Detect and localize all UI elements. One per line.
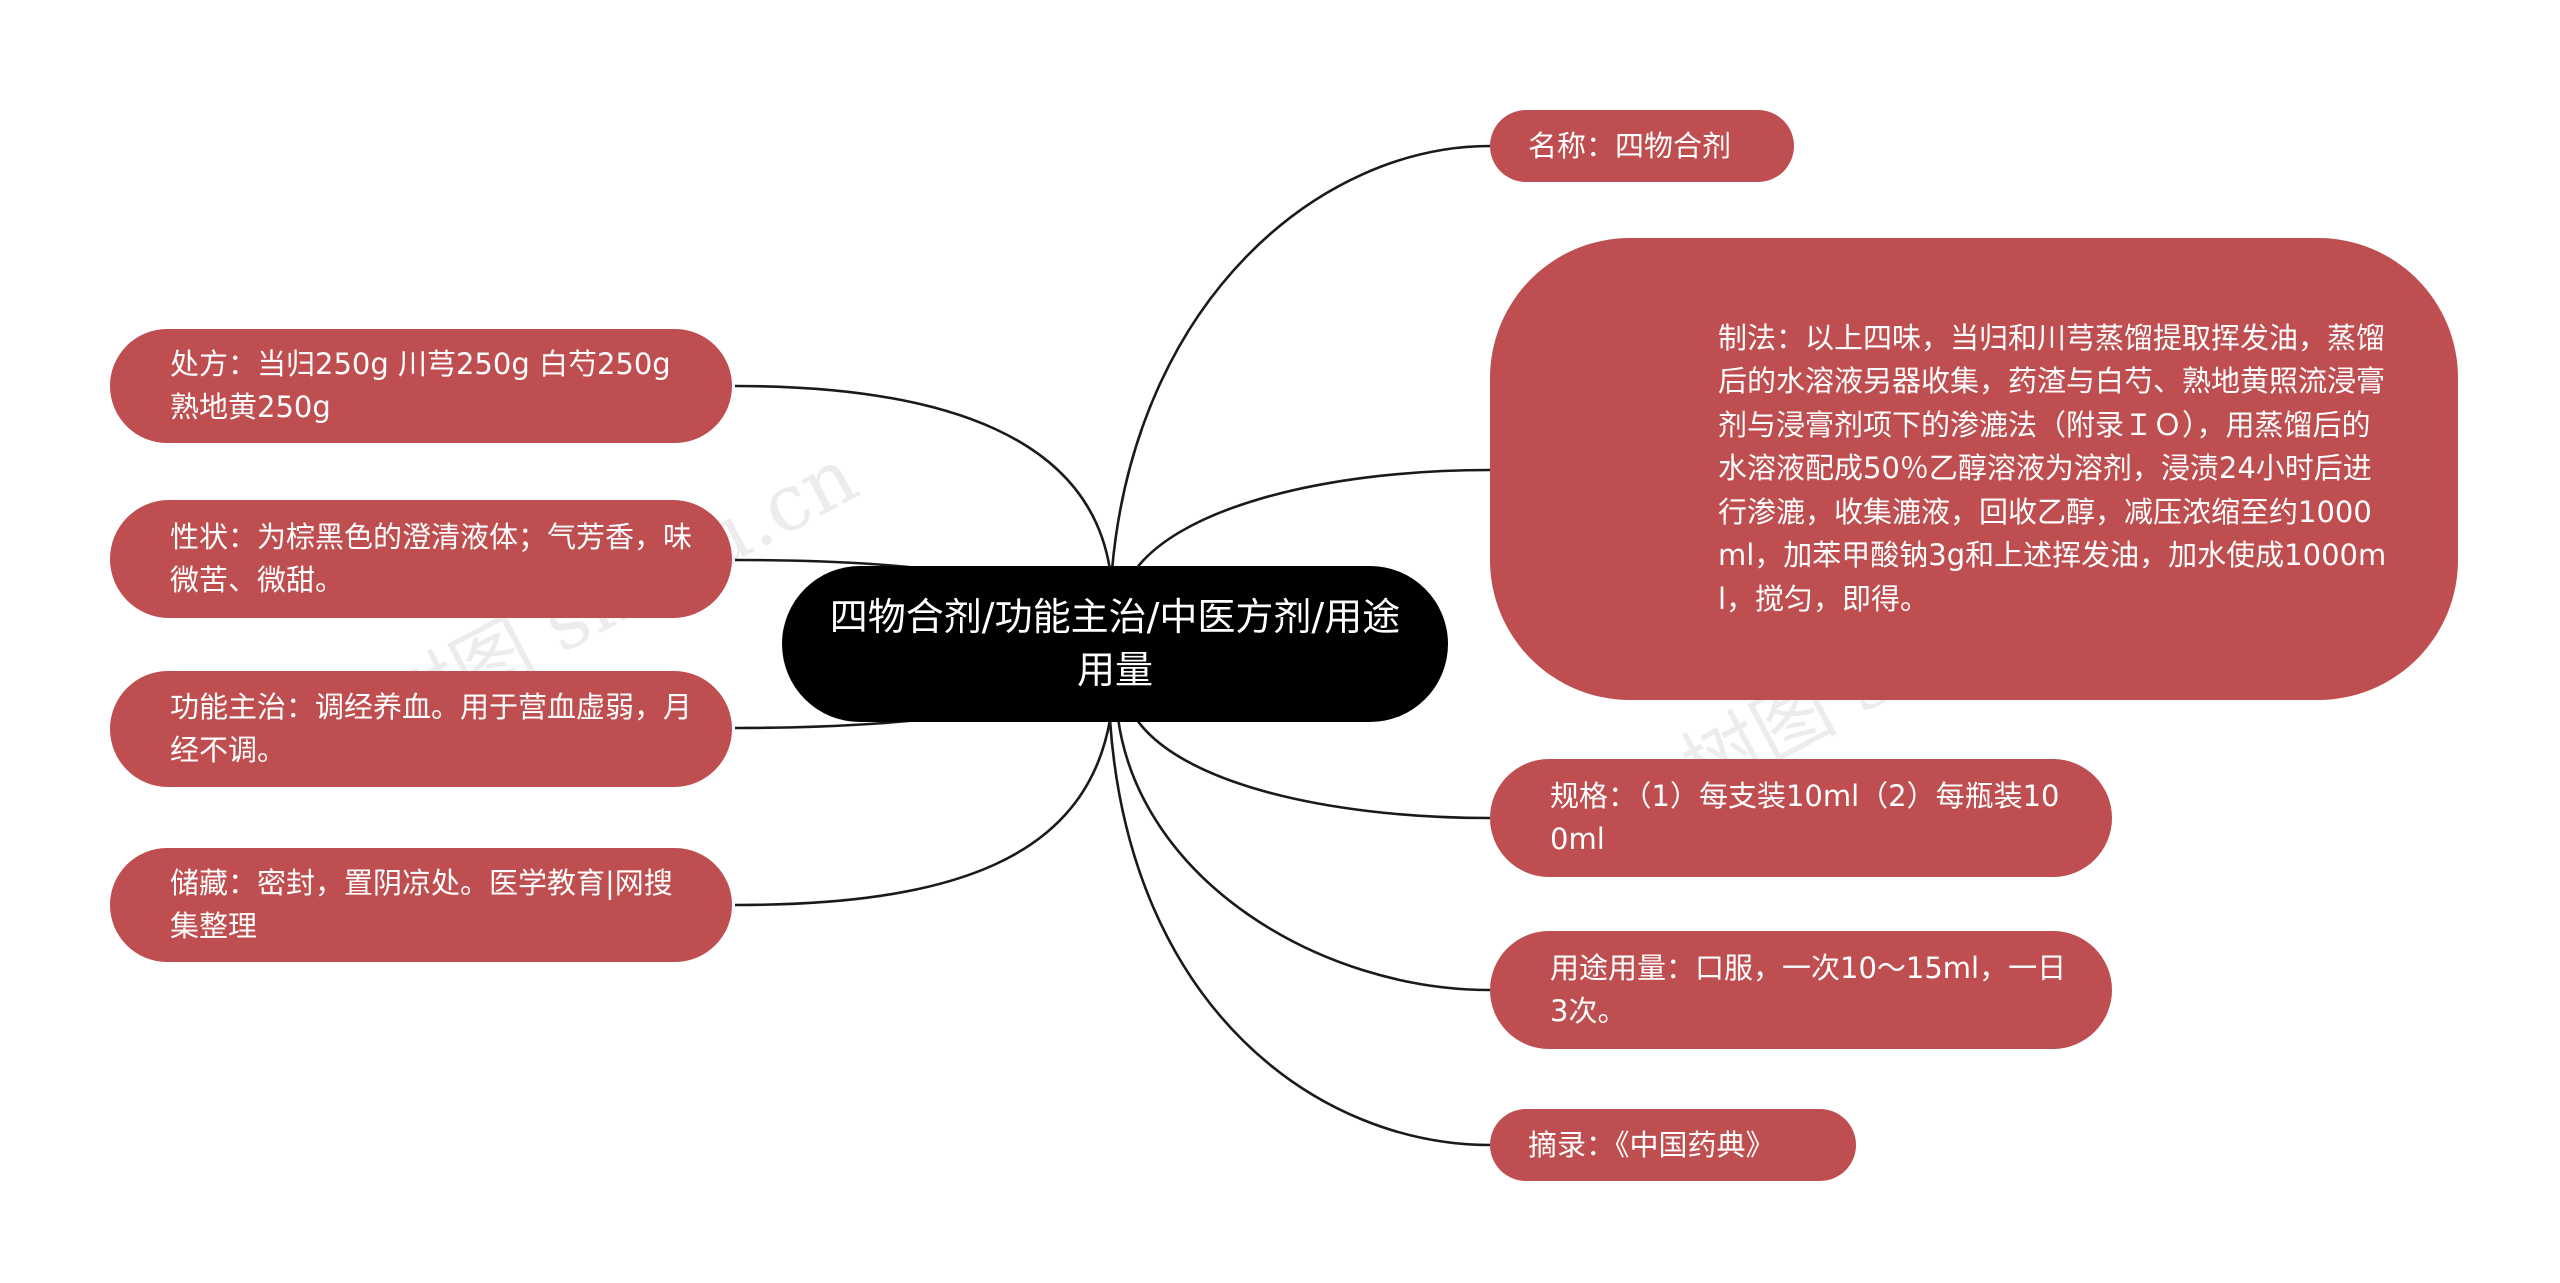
node-indications[interactable]: 功能主治：调经养血。用于营血虚弱，月经不调。: [110, 671, 732, 787]
connector-name: [1110, 144, 1491, 571]
node-name[interactable]: 名称：四物合剂: [1490, 110, 1794, 182]
node-preparation-text: 制法：以上四味，当归和川芎蒸馏提取挥发油，蒸馏后的水溶液另器收集，药渣与白芍、熟…: [1718, 320, 2387, 616]
connector-storage: [734, 719, 1112, 907]
connector-usage: [1116, 717, 1491, 992]
node-storage[interactable]: 储藏：密封，置阴凉处。医学教育|网搜集整理: [110, 848, 732, 962]
node-usage-text: 用途用量：口服，一次10～15ml，一日3次。: [1550, 951, 2067, 1028]
node-source-text: 摘录：《中国药典》: [1528, 1127, 1775, 1162]
node-properties[interactable]: 性状：为棕黑色的澄清液体；气芳香，味微苦、微甜。: [110, 500, 732, 618]
node-prescription[interactable]: 处方：当归250g 川芎250g 白芍250g 熟地黄250g: [110, 329, 732, 443]
node-name-text: 名称：四物合剂: [1528, 128, 1732, 163]
node-specification-text: 规格：（1）每支装10ml（2）每瓶装100ml: [1550, 779, 2060, 856]
central-topic[interactable]: 四物合剂/功能主治/中医方剂/用途用量: [782, 566, 1448, 722]
central-topic-text: 四物合剂/功能主治/中医方剂/用途用量: [829, 595, 1401, 692]
node-usage[interactable]: 用途用量：口服，一次10～15ml，一日3次。: [1490, 931, 2112, 1049]
node-specification[interactable]: 规格：（1）每支装10ml（2）每瓶装100ml: [1490, 759, 2112, 877]
connector-specification: [1130, 711, 1491, 820]
node-prescription-text: 处方：当归250g 川芎250g 白芍250g 熟地黄250g: [170, 347, 680, 424]
connector-prescription: [734, 384, 1112, 571]
node-preparation[interactable]: 制法：以上四味，当归和川芎蒸馏提取挥发油，蒸馏后的水溶液另器收集，药渣与白芍、熟…: [1490, 238, 2458, 700]
node-properties-text: 性状：为棕黑色的澄清液体；气芳香，味微苦、微甜。: [170, 520, 693, 597]
connector-preparation: [1128, 468, 1491, 579]
node-storage-text: 储藏：密封，置阴凉处。医学教育|网搜集整理: [170, 866, 673, 943]
node-indications-text: 功能主治：调经养血。用于营血虚弱，月经不调。: [170, 690, 693, 767]
node-source[interactable]: 摘录：《中国药典》: [1490, 1109, 1856, 1181]
connector-source: [1108, 719, 1491, 1147]
